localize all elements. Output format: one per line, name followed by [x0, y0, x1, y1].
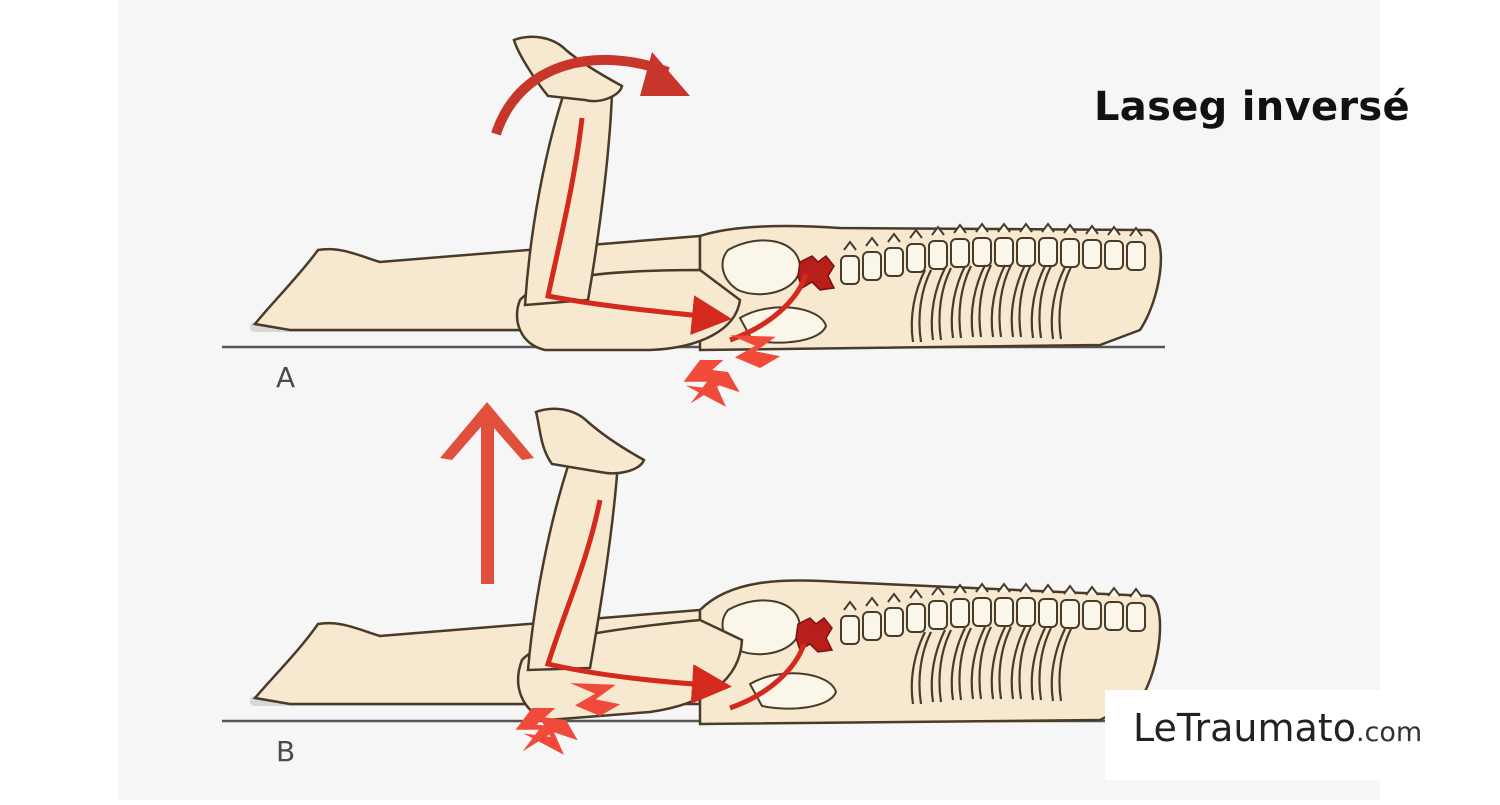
flexion-arc-a — [491, 54, 670, 136]
flexion-arrowhead-a — [640, 52, 690, 96]
panel-label-a: A — [276, 361, 296, 394]
panel-b — [222, 402, 1165, 762]
lift-arrow-b — [440, 402, 534, 584]
watermark-suffix: .com — [1355, 717, 1423, 748]
nerve-stretch-arrow-b — [544, 499, 732, 705]
lesion-marker-b — [795, 616, 834, 653]
nerve-root-path-b — [729, 643, 807, 711]
nerve-stretch-arrow-a — [545, 117, 732, 336]
hip-bone-b — [748, 672, 838, 710]
raised-foot-b — [534, 407, 646, 475]
hip-bone-a — [738, 306, 828, 344]
watermark-text: LeTraumato.com — [1133, 706, 1422, 750]
figure-title: Laseg inversé — [1094, 84, 1410, 130]
pelvis-a — [721, 239, 802, 296]
watermark-name: LeTraumato — [1133, 706, 1356, 750]
nerve-root-path-a — [729, 273, 809, 343]
watermark: LeTraumato.com — [1105, 690, 1425, 780]
panel-a — [222, 35, 1165, 414]
panel-label-b: B — [276, 735, 296, 768]
